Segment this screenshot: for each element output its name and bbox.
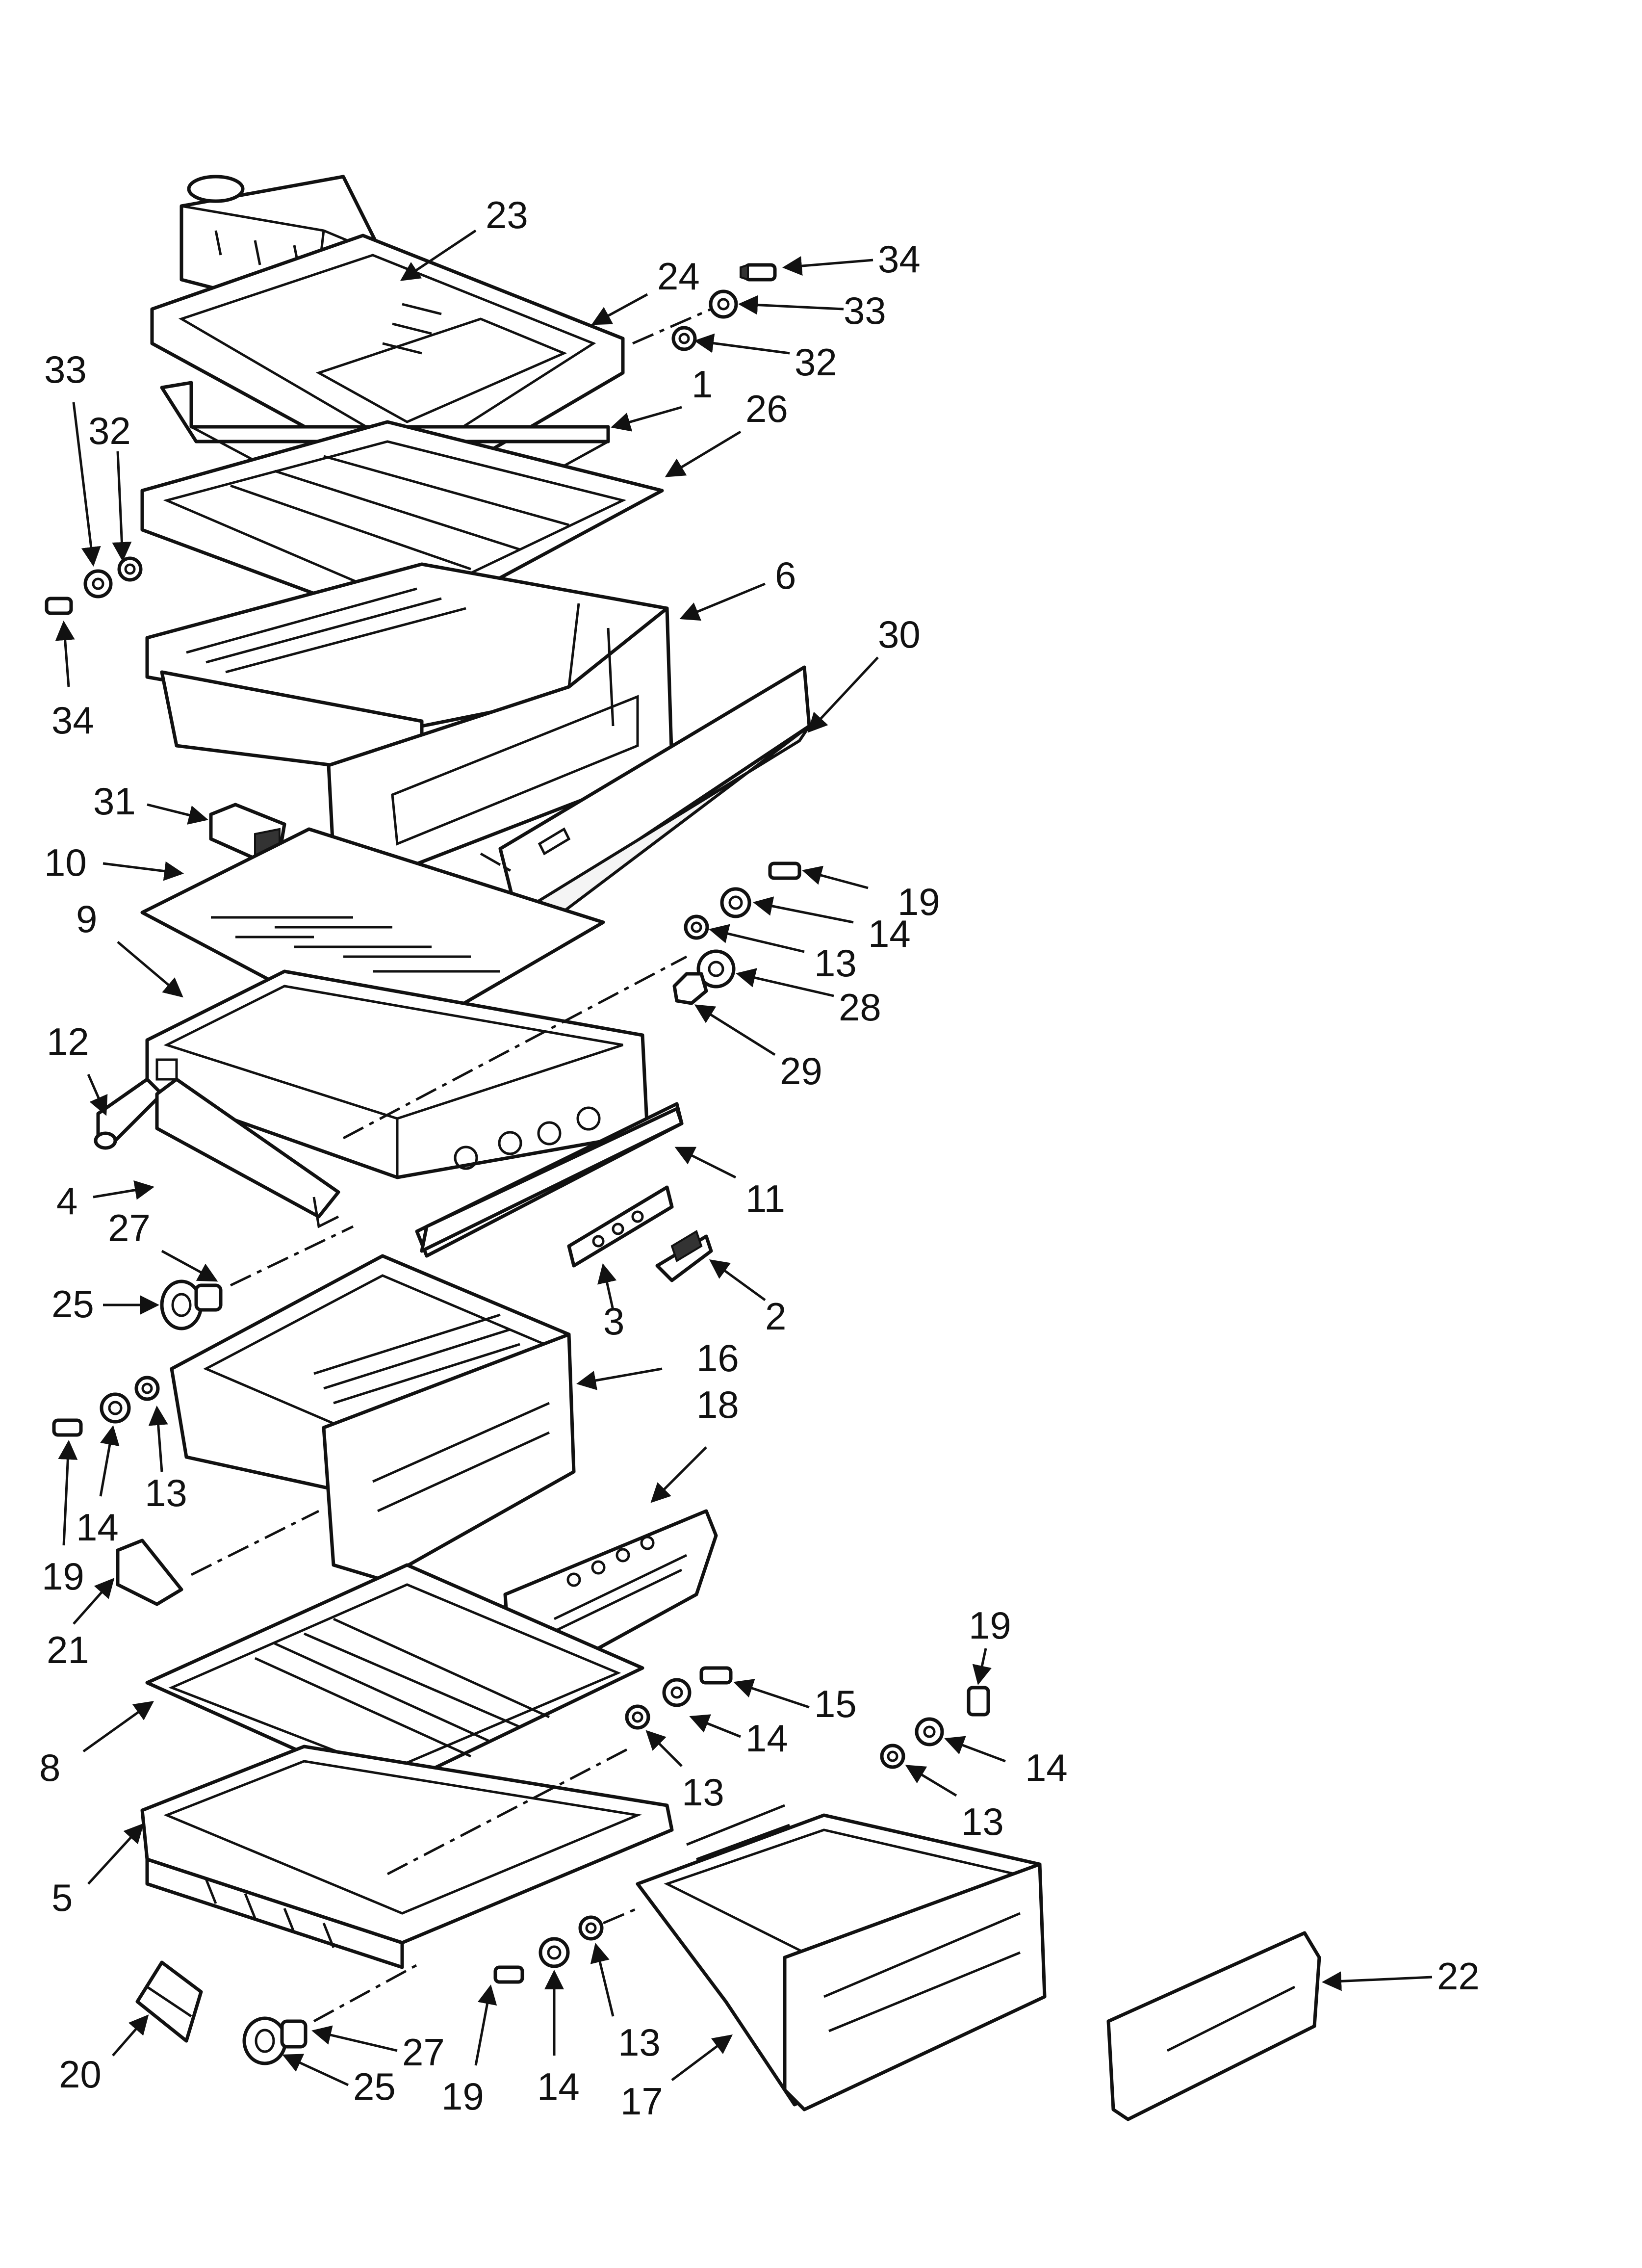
callout-27-upper: 27 <box>108 1206 151 1250</box>
callout-16: 16 <box>696 1336 739 1380</box>
callout-25-upper: 25 <box>51 1282 94 1326</box>
bushing-32-left <box>117 556 143 582</box>
bushing-13-d <box>880 1744 905 1769</box>
screw-29 <box>672 972 708 1005</box>
callout-11: 11 <box>745 1177 785 1220</box>
washer-14-e <box>539 1937 570 1968</box>
part-4-trim <box>155 1077 340 1228</box>
callout-32: 32 <box>795 340 837 384</box>
callout-14-b: 14 <box>76 1506 119 1549</box>
part-21-clip <box>116 1538 183 1606</box>
part-17-drawer <box>636 1804 1047 2112</box>
callout-25-lower: 25 <box>353 2065 396 2108</box>
callout-19-d: 19 <box>441 2075 484 2118</box>
callout-23: 23 <box>486 193 528 236</box>
callout-14-a: 14 <box>868 912 911 955</box>
callout-6: 6 <box>775 554 796 597</box>
callout-10: 10 <box>44 841 87 884</box>
callout-22: 22 <box>1437 1955 1480 1998</box>
bushing-13-b <box>134 1376 160 1401</box>
fasteners <box>45 263 990 1984</box>
bushing-13-a <box>684 914 709 940</box>
callout-14-c: 14 <box>745 1717 788 1760</box>
callout-28: 28 <box>839 986 881 1029</box>
callout-26: 26 <box>745 387 788 430</box>
screw-34-top <box>740 263 777 282</box>
washer-14-c <box>662 1678 692 1707</box>
bushing-32-top <box>671 326 697 351</box>
callout-14-d: 14 <box>1025 1746 1068 1789</box>
callout-34: 34 <box>878 237 921 281</box>
callout-5: 5 <box>51 1876 73 1919</box>
callout-30: 30 <box>878 613 921 656</box>
bushing-13-c <box>625 1704 650 1730</box>
part-25-wheel-upper <box>160 1279 223 1330</box>
callout-13-c: 13 <box>682 1771 724 1814</box>
callouts: 23 24 34 33 32 1 26 33 32 34 6 30 31 10 … <box>39 193 1480 2123</box>
part-22-front <box>1106 1931 1321 2121</box>
callout-17: 17 <box>620 2080 663 2123</box>
part-26-cover <box>140 420 664 630</box>
part-20-clip <box>135 1960 203 2043</box>
callout-2: 2 <box>765 1295 786 1338</box>
callout-32-left: 32 <box>88 409 131 452</box>
callout-13-d: 13 <box>961 1800 1004 1843</box>
bushing-13-e <box>578 1915 604 1941</box>
callout-33: 33 <box>844 289 886 332</box>
callout-29: 29 <box>780 1049 822 1093</box>
callout-20: 20 <box>59 2053 102 2096</box>
washer-33-left <box>83 569 113 599</box>
screw-19-b <box>52 1418 83 1437</box>
part-3-strip <box>567 1185 674 1268</box>
washer-33-top <box>709 289 738 319</box>
callout-14-e: 14 <box>537 2065 580 2108</box>
callout-24: 24 <box>657 255 700 298</box>
part-16-drawer <box>170 1254 576 1582</box>
screw-15 <box>699 1666 733 1685</box>
part-2-bracket <box>655 1230 713 1282</box>
part-11-rail <box>415 1102 684 1258</box>
screw-19-c <box>967 1686 990 1717</box>
callout-8: 8 <box>39 1746 60 1789</box>
callout-27-lower: 27 <box>402 2031 445 2074</box>
callout-19-b: 19 <box>42 1555 84 1598</box>
callout-21: 21 <box>47 1628 89 1671</box>
callout-13-b: 13 <box>145 1471 187 1514</box>
callout-34-left: 34 <box>51 699 94 742</box>
wheel-28 <box>696 949 736 989</box>
callout-15: 15 <box>814 1682 857 1725</box>
callout-3: 3 <box>603 1300 624 1343</box>
callout-33-left: 33 <box>44 348 87 391</box>
washer-14-d <box>915 1717 944 1747</box>
callout-19-c: 19 <box>969 1604 1011 1647</box>
screw-34-left <box>45 597 73 615</box>
part-25-wheel-lower <box>242 2016 308 2065</box>
screw-19-d <box>493 1965 524 1984</box>
callout-9: 9 <box>76 897 97 940</box>
callout-13-a: 13 <box>814 941 857 985</box>
washer-14-a <box>720 887 751 918</box>
callout-31: 31 <box>93 780 136 823</box>
callout-18: 18 <box>696 1383 739 1426</box>
callout-12: 12 <box>47 1020 89 1063</box>
washer-14-b <box>100 1392 131 1424</box>
part-12-rail <box>94 1077 164 1150</box>
callout-4: 4 <box>56 1179 77 1223</box>
callout-13-e: 13 <box>618 2021 661 2064</box>
screw-19-a <box>768 861 801 880</box>
callout-1: 1 <box>692 363 713 406</box>
callout-19-a: 19 <box>898 880 940 923</box>
alignment-lines <box>190 308 712 2023</box>
